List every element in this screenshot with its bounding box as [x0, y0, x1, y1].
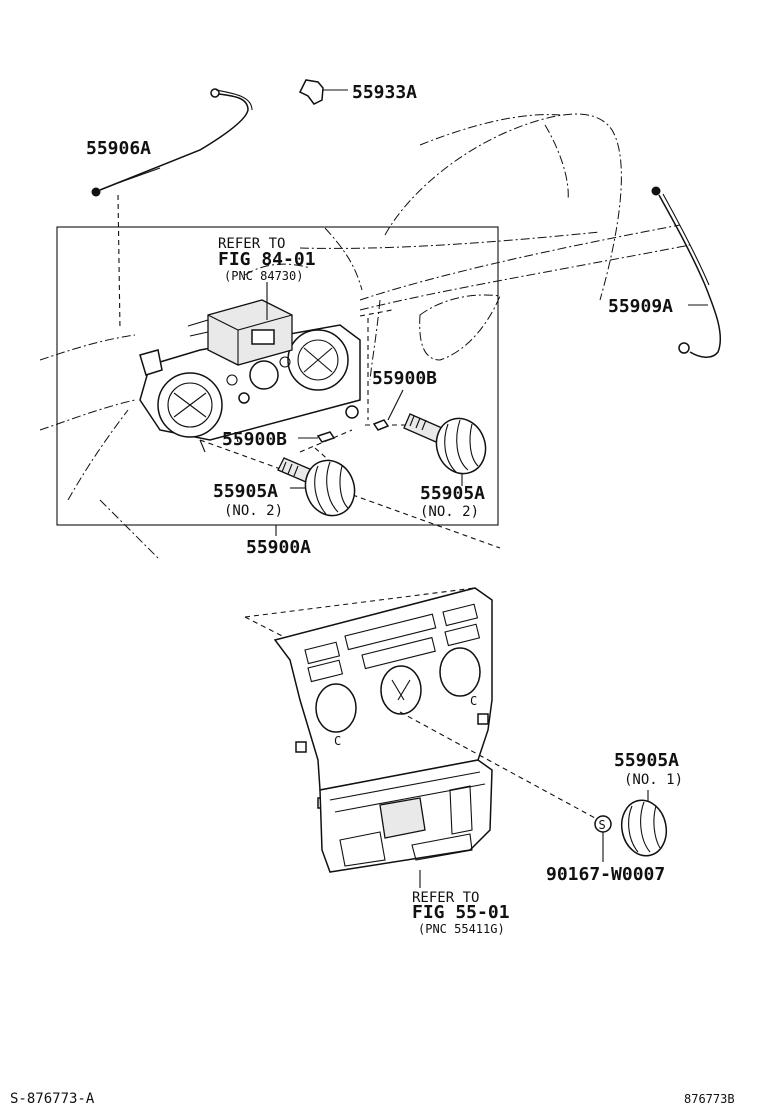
cable-55906A — [91, 88, 253, 331]
label-55933A: 55933A — [352, 82, 417, 103]
ref1-line2: FIG 84-01 — [218, 249, 316, 270]
label-55900B-left: 55900B — [222, 429, 287, 450]
label-55906A: 55906A — [86, 138, 151, 159]
ref2-line3: (PNC 55411G) — [418, 922, 505, 936]
label-55900B-right: 55900B — [372, 368, 437, 389]
screw-symbol: S — [599, 818, 606, 832]
ref1-line1: REFER TO — [218, 236, 285, 252]
footer-left-code: S-876773-A — [10, 1091, 95, 1107]
knob-55905A-right — [403, 413, 487, 486]
label-90167: 90167-W0007 — [546, 864, 665, 885]
label-55909A: 55909A — [608, 296, 673, 317]
ref2-line1: REFER TO — [412, 890, 479, 906]
svg-text:C: C — [334, 734, 341, 748]
label-55905A-lower-no: (NO. 1) — [624, 772, 683, 788]
label-55905A-lower: 55905A — [614, 750, 679, 771]
assembly-box — [56, 226, 499, 526]
svg-text:C: C — [470, 694, 477, 708]
dashboard-outline — [39, 113, 691, 561]
knob-55905A-lower — [620, 790, 668, 857]
lower-knob-axis — [399, 711, 596, 819]
footer-right-code: 876773B — [684, 1092, 735, 1106]
ref2-line2: FIG 55-01 — [412, 902, 510, 923]
label-55900A: 55900A — [246, 537, 311, 558]
label-55905A-right: 55905A — [420, 483, 485, 504]
pin-55900B-left — [298, 431, 336, 443]
label-55905A-left: 55905A — [213, 481, 278, 502]
cable-55909A — [651, 186, 722, 358]
label-55905A-left-no: (NO. 2) — [224, 503, 283, 519]
ref1-line3: (PNC 84730) — [224, 269, 303, 283]
screw-90167: S — [594, 815, 612, 862]
clip-55933A — [298, 79, 348, 105]
pin-55900B-right — [372, 389, 404, 431]
lower-pocket — [319, 759, 493, 888]
label-55905A-right-no: (NO. 2) — [420, 504, 479, 520]
heater-control-assembly — [139, 282, 361, 453]
knob-55905A-left — [277, 457, 356, 517]
labels: 55933A 55906A 55909A REFER TO FIG 84-01 … — [10, 82, 735, 1107]
